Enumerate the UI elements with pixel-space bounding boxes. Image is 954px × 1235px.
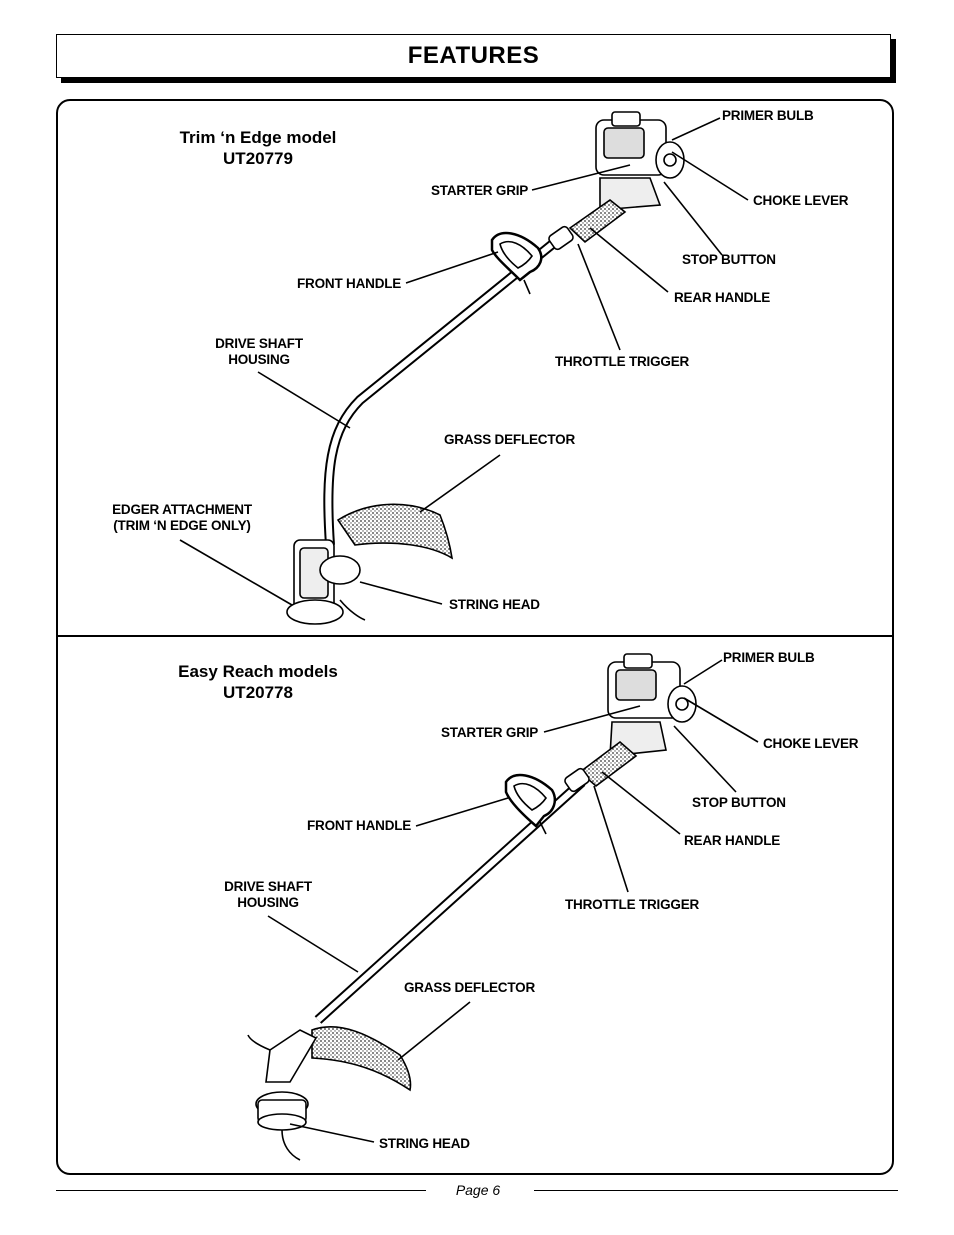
label-edger-line1: EDGER ATTACHMENT bbox=[112, 502, 252, 517]
label-choke-lever: CHOKE LEVER bbox=[753, 193, 849, 208]
easy-reach-trimmer-illustration bbox=[247, 653, 697, 1161]
footer-rule-left bbox=[56, 1190, 426, 1191]
label-drive-shaft-line2: HOUSING bbox=[237, 895, 299, 910]
label-stop-button: STOP BUTTON bbox=[692, 795, 786, 810]
label-rear-handle: REAR HANDLE bbox=[674, 290, 771, 305]
page-title: FEATURES bbox=[407, 42, 540, 69]
label-throttle-trigger: THROTTLE TRIGGER bbox=[565, 897, 700, 912]
trim-n-edge-leader-lines bbox=[179, 117, 749, 606]
label-drive-shaft-line1: DRIVE SHAFT bbox=[224, 879, 312, 894]
easy-reach-model-number: UT20778 bbox=[223, 683, 293, 702]
label-primer-bulb: PRIMER BULB bbox=[722, 108, 814, 123]
trim-n-edge-model-number: UT20779 bbox=[223, 149, 293, 168]
label-throttle-trigger: THROTTLE TRIGGER bbox=[555, 354, 690, 369]
label-starter-grip: STARTER GRIP bbox=[431, 183, 529, 198]
easy-reach-model-name: Easy Reach models bbox=[178, 662, 338, 681]
label-drive-shaft-housing: DRIVE SHAFT HOUSING bbox=[213, 879, 323, 911]
label-drive-shaft-line2: HOUSING bbox=[228, 352, 290, 367]
easy-reach-leader-lines bbox=[267, 659, 759, 1143]
label-front-handle: FRONT HANDLE bbox=[297, 276, 402, 291]
features-frame bbox=[56, 99, 894, 1175]
label-string-head: STRING HEAD bbox=[379, 1136, 470, 1151]
label-edger-attachment: EDGER ATTACHMENT (TRIM ‘N EDGE ONLY) bbox=[102, 502, 262, 534]
label-stop-button: STOP BUTTON bbox=[682, 252, 776, 267]
label-starter-grip: STARTER GRIP bbox=[441, 725, 539, 740]
trim-n-edge-model-heading: Trim ‘n Edge model UT20779 bbox=[148, 127, 368, 169]
label-choke-lever: CHOKE LEVER bbox=[763, 736, 859, 751]
label-edger-line2: (TRIM ‘N EDGE ONLY) bbox=[113, 518, 251, 533]
label-drive-shaft-line1: DRIVE SHAFT bbox=[215, 336, 303, 351]
label-rear-handle: REAR HANDLE bbox=[684, 833, 781, 848]
easy-reach-model-heading: Easy Reach models UT20778 bbox=[148, 661, 368, 703]
trim-n-edge-trimmer-illustration bbox=[286, 111, 685, 625]
section-divider bbox=[56, 635, 894, 637]
label-primer-bulb: PRIMER BULB bbox=[723, 650, 815, 665]
label-grass-deflector: GRASS DEFLECTOR bbox=[404, 980, 536, 995]
label-drive-shaft-housing: DRIVE SHAFT HOUSING bbox=[204, 336, 314, 368]
page-title-box: FEATURES bbox=[56, 34, 891, 78]
label-string-head: STRING HEAD bbox=[449, 597, 540, 612]
page-number: Page 6 bbox=[455, 1182, 501, 1198]
label-grass-deflector: GRASS DEFLECTOR bbox=[444, 432, 576, 447]
trim-n-edge-model-name: Trim ‘n Edge model bbox=[179, 128, 337, 147]
label-front-handle: FRONT HANDLE bbox=[307, 818, 412, 833]
footer-rule-right bbox=[534, 1190, 898, 1191]
